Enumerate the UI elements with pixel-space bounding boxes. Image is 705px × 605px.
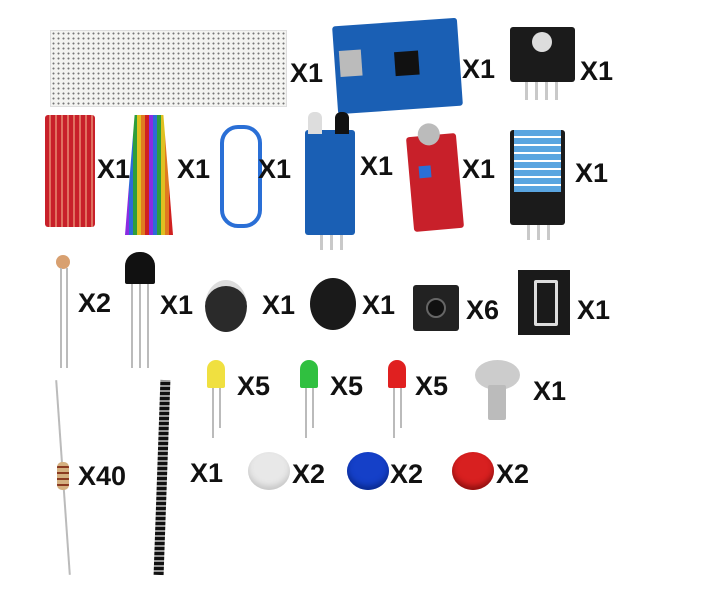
usb-cable — [220, 125, 262, 228]
pin-header — [153, 379, 171, 576]
resistor — [57, 462, 69, 490]
qty-label: X1 — [462, 54, 496, 84]
white-button-cap — [248, 452, 290, 490]
qty-label: X1 — [177, 154, 211, 184]
qty-label: X1 — [258, 154, 292, 184]
qty-label: X2 — [292, 459, 326, 489]
transistor — [125, 252, 155, 284]
red-led — [388, 360, 406, 388]
qty-label: X5 — [237, 371, 271, 401]
rgb-led-module — [510, 27, 575, 82]
qty-label: X2 — [390, 459, 424, 489]
seven-segment-display — [518, 270, 570, 335]
ir-obstacle-sensor — [305, 112, 355, 235]
qty-label: X1 — [462, 154, 496, 184]
qty-label: X40 — [78, 461, 127, 491]
red-button-cap — [452, 452, 494, 490]
green-led — [300, 360, 318, 388]
qty-label: X6 — [466, 295, 500, 325]
qty-label: X1 — [190, 458, 224, 488]
yellow-led — [207, 360, 225, 388]
jumper-wires — [125, 115, 173, 235]
qty-label: X1 — [575, 158, 609, 188]
qty-label: X5 — [330, 371, 364, 401]
qty-label: X1 — [97, 154, 131, 184]
sound-sensor — [405, 122, 465, 232]
qty-label: X1 — [580, 56, 614, 86]
photoresistor — [56, 255, 70, 269]
dht11-sensor — [510, 130, 565, 225]
qty-label: X1 — [360, 151, 394, 181]
qty-label: X1 — [160, 290, 194, 320]
qty-label: X1 — [262, 290, 296, 320]
qty-label: X2 — [78, 288, 112, 318]
breadboard — [50, 30, 287, 107]
qty-label: X1 — [362, 290, 396, 320]
qty-label: X5 — [415, 371, 449, 401]
tactile-button — [413, 285, 459, 331]
uno-board — [332, 17, 463, 115]
qty-label: X2 — [496, 459, 530, 489]
blue-button-cap — [347, 452, 389, 490]
passive-buzzer — [310, 278, 356, 330]
qty-label: X1 — [290, 58, 324, 88]
active-buzzer — [205, 280, 247, 332]
qty-label: X1 — [577, 295, 611, 325]
water-level-sensor — [45, 115, 95, 227]
qty-label: X1 — [533, 376, 567, 406]
